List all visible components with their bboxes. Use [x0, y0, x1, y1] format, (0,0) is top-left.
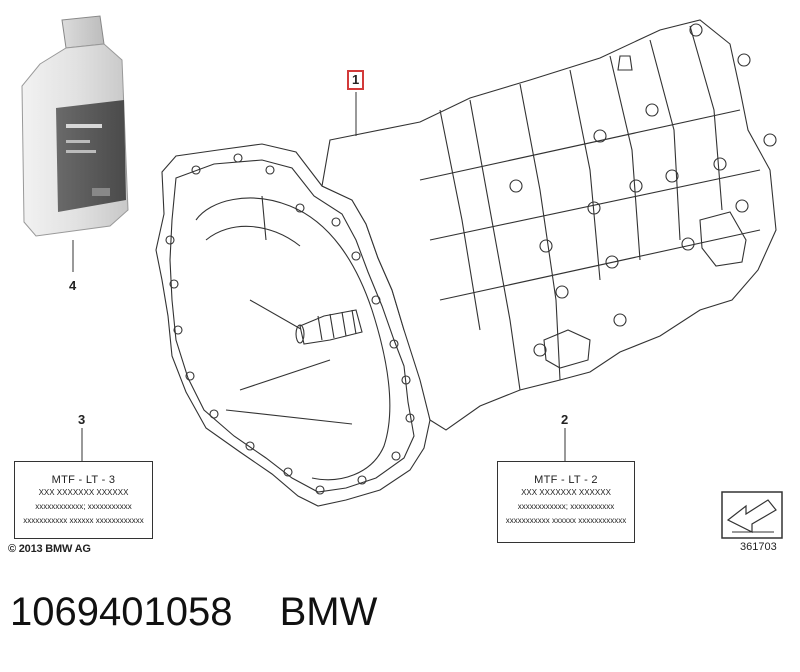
label-lt2-line1: XXX XXXXXXX XXXXXX: [521, 488, 611, 497]
part-info-row: 1069401058 BMW: [10, 590, 413, 635]
part-number: 1069401058: [10, 590, 233, 634]
arrow-box-icon: [721, 491, 783, 539]
callout-item-2[interactable]: 2: [561, 412, 569, 427]
callout-item-4[interactable]: 4: [69, 278, 77, 293]
label-card-lt3: MTF - LT - 3 XXX XXXXXXX XXXXXX xxxxxxxx…: [14, 461, 153, 539]
oil-bottle-icon: [21, 15, 129, 237]
brand-name: BMW: [279, 590, 378, 634]
diagram-number: 361703: [740, 541, 777, 553]
label-lt2-title: MTF - LT - 2: [534, 474, 598, 486]
label-lt3-line2: xxxxxxxxxxxx; xxxxxxxxxxx: [35, 502, 132, 511]
label-lt3-line3: xxxxxxxxxxx xxxxxx xxxxxxxxxxxx: [23, 516, 144, 525]
callout-item-3[interactable]: 3: [78, 412, 86, 427]
label-lt2-line3: xxxxxxxxxxx xxxxxx xxxxxxxxxxxx: [505, 516, 627, 525]
manual-gearbox-drawing: [155, 19, 777, 507]
label-card-lt2: MTF - LT - 2 XXX XXXXXXX XXXXXX xxxxxxxx…: [497, 461, 635, 543]
copyright-text: © 2013 BMW AG: [8, 543, 91, 555]
label-lt3-line1: XXX XXXXXXX XXXXXX: [38, 488, 129, 497]
label-lt2-line2: xxxxxxxxxxxx; xxxxxxxxxxx: [517, 502, 615, 511]
label-lt3-title: MTF - LT - 3: [51, 474, 116, 486]
callout-item-1[interactable]: 1: [347, 70, 365, 90]
